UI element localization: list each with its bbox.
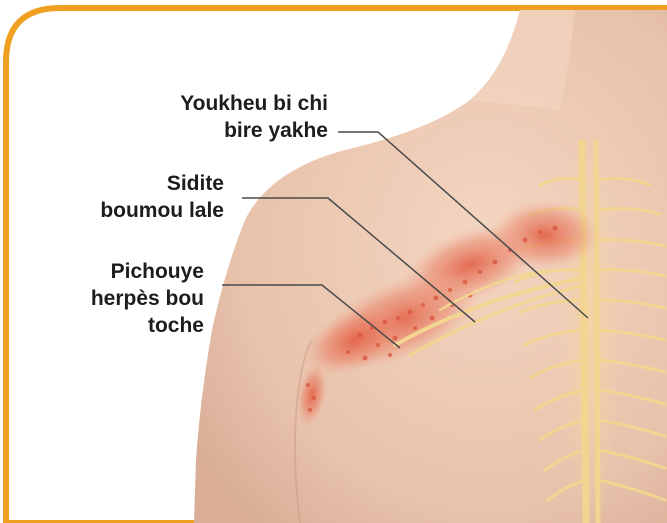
label-inflamed-nerve-line2: boumou lale xyxy=(100,197,224,224)
label-spinal-nerve-line1: Youkheu bi chi xyxy=(180,90,328,117)
label-inflamed-nerve-line1: Sidite xyxy=(100,170,224,197)
label-rash: Pichouye herpès bou toche xyxy=(91,258,204,339)
label-spinal-nerve-line2: bire yakhe xyxy=(180,117,328,144)
label-rash-line1: Pichouye xyxy=(91,258,204,285)
label-rash-line2: herpès bou xyxy=(91,285,204,312)
label-inflamed-nerve: Sidite boumou lale xyxy=(100,170,224,224)
label-rash-line3: toche xyxy=(91,312,204,339)
label-spinal-nerve: Youkheu bi chi bire yakhe xyxy=(180,90,328,144)
